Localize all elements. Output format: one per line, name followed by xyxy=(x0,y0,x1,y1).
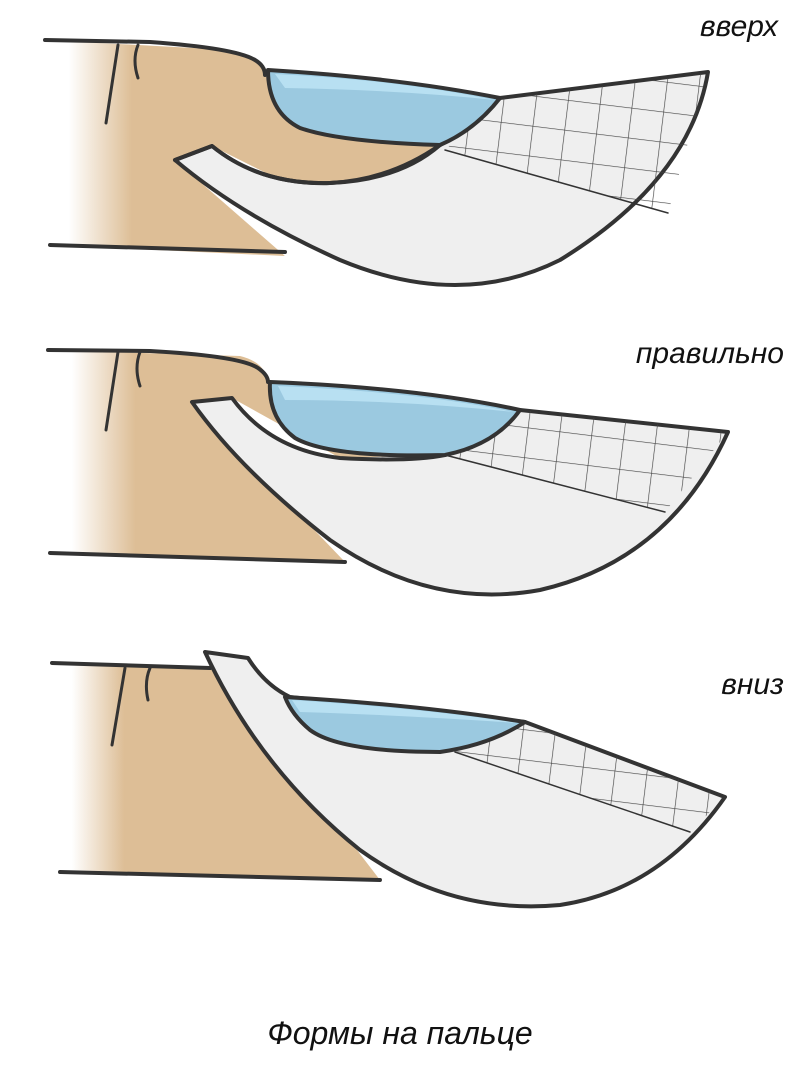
diagram-caption: Формы на пальце xyxy=(267,1015,533,1051)
panel-up xyxy=(43,38,710,287)
finger xyxy=(48,350,445,562)
panel-down xyxy=(50,650,727,909)
label-up: вверх xyxy=(699,10,778,43)
finger xyxy=(52,652,380,880)
label-correct: правильно xyxy=(635,337,784,370)
label-down: вниз xyxy=(721,668,784,701)
panel-correct xyxy=(46,348,730,597)
finger xyxy=(45,40,440,256)
